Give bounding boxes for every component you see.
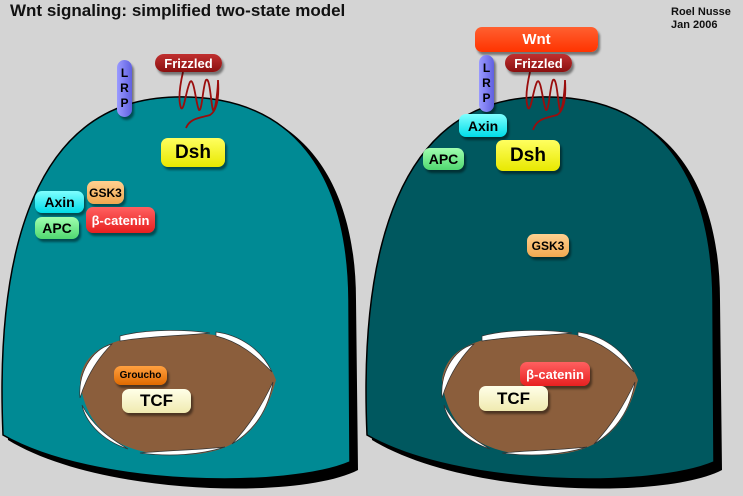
lrp-letter: L <box>482 61 491 75</box>
beta-catenin-protein-right: β-catenin <box>520 362 590 386</box>
tcf-protein-right: TCF <box>479 386 548 411</box>
apc-protein-left: APC <box>35 217 79 239</box>
frizzled-receptor-right: Frizzled <box>505 54 572 72</box>
dsh-protein-right: Dsh <box>496 140 560 171</box>
author-credit: Roel Nusse Jan 2006 <box>671 6 731 32</box>
gsk3-protein-right: GSK3 <box>527 234 569 257</box>
lrp-letter: L <box>120 66 129 80</box>
lrp-receptor-right: L R P <box>479 55 494 112</box>
lrp-letter: P <box>120 96 129 110</box>
author-date: Jan 2006 <box>671 19 718 31</box>
lrp-letter: R <box>120 81 129 95</box>
axin-protein-left: Axin <box>35 191 84 213</box>
beta-catenin-protein-left: β-catenin <box>86 207 155 233</box>
tcf-protein-left: TCF <box>122 389 191 413</box>
lrp-letter: P <box>482 91 491 105</box>
dsh-protein-left: Dsh <box>161 138 225 167</box>
frizzled-transmembrane-left <box>178 71 220 129</box>
frizzled-transmembrane-right <box>525 71 567 131</box>
groucho-protein: Groucho <box>114 366 167 385</box>
wnt-ligand: Wnt <box>475 27 598 52</box>
axin-protein-right: Axin <box>459 114 507 137</box>
lrp-receptor-left: L R P <box>117 60 132 117</box>
author-name: Roel Nusse <box>671 6 731 18</box>
lrp-letter: R <box>482 76 491 90</box>
frizzled-receptor-left: Frizzled <box>155 54 222 72</box>
gsk3-protein-left: GSK3 <box>87 181 124 204</box>
page-title: Wnt signaling: simplified two-state mode… <box>10 1 346 20</box>
apc-protein-right: APC <box>423 148 464 170</box>
